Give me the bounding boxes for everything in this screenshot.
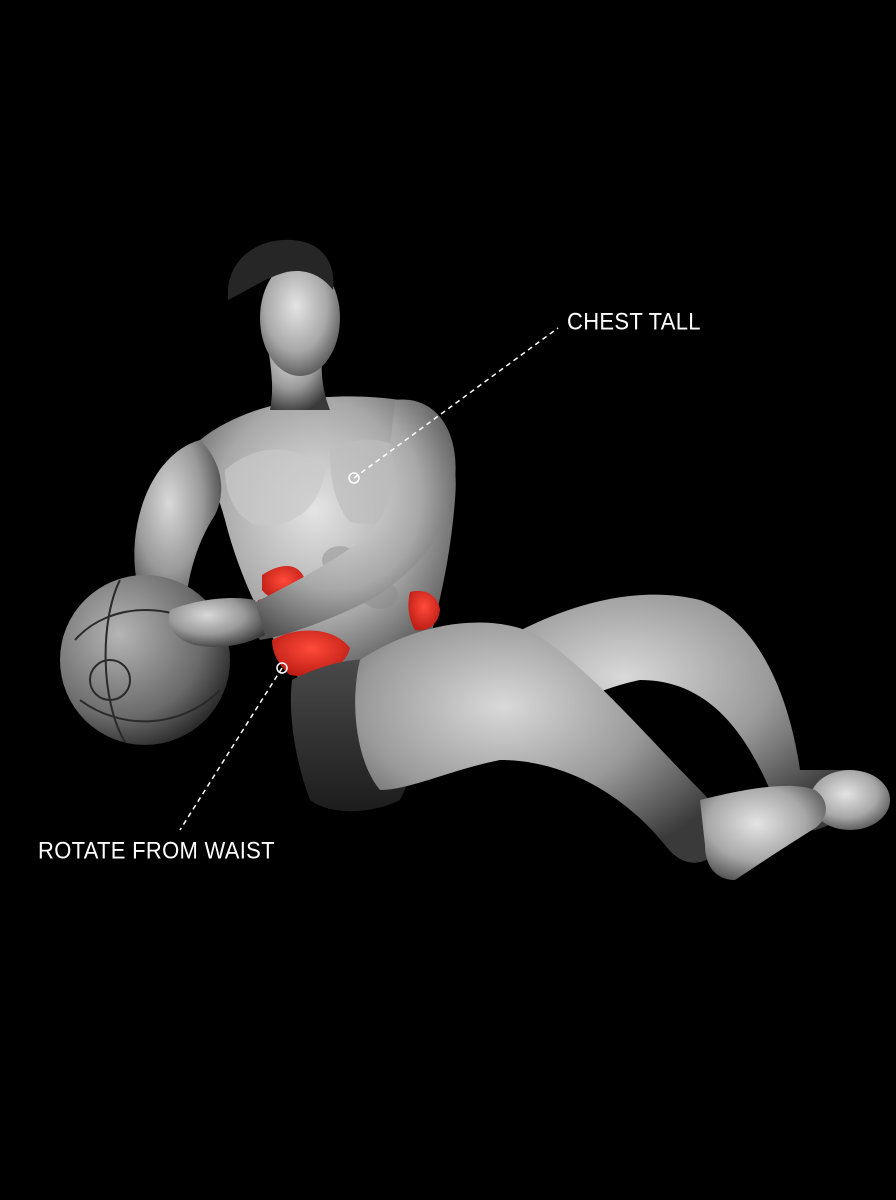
right-arm: [168, 399, 456, 647]
near-leg: [355, 622, 826, 880]
far-foot: [810, 770, 890, 830]
waist-marker: [276, 662, 288, 674]
far-leg: [470, 594, 890, 831]
hair: [228, 239, 334, 300]
waist-leader-line: [179, 662, 288, 831]
head: [228, 239, 340, 410]
left-arm: [134, 440, 222, 620]
chest-leader-line: [348, 327, 559, 484]
right-hand: [168, 598, 265, 647]
chest-tall-label: CHEST TALL: [567, 307, 701, 335]
rotate-from-waist-label: ROTATE FROM WAIST: [38, 836, 275, 864]
medicine-ball-icon: [60, 575, 230, 745]
chest-marker: [348, 472, 360, 484]
near-foot: [700, 785, 826, 880]
